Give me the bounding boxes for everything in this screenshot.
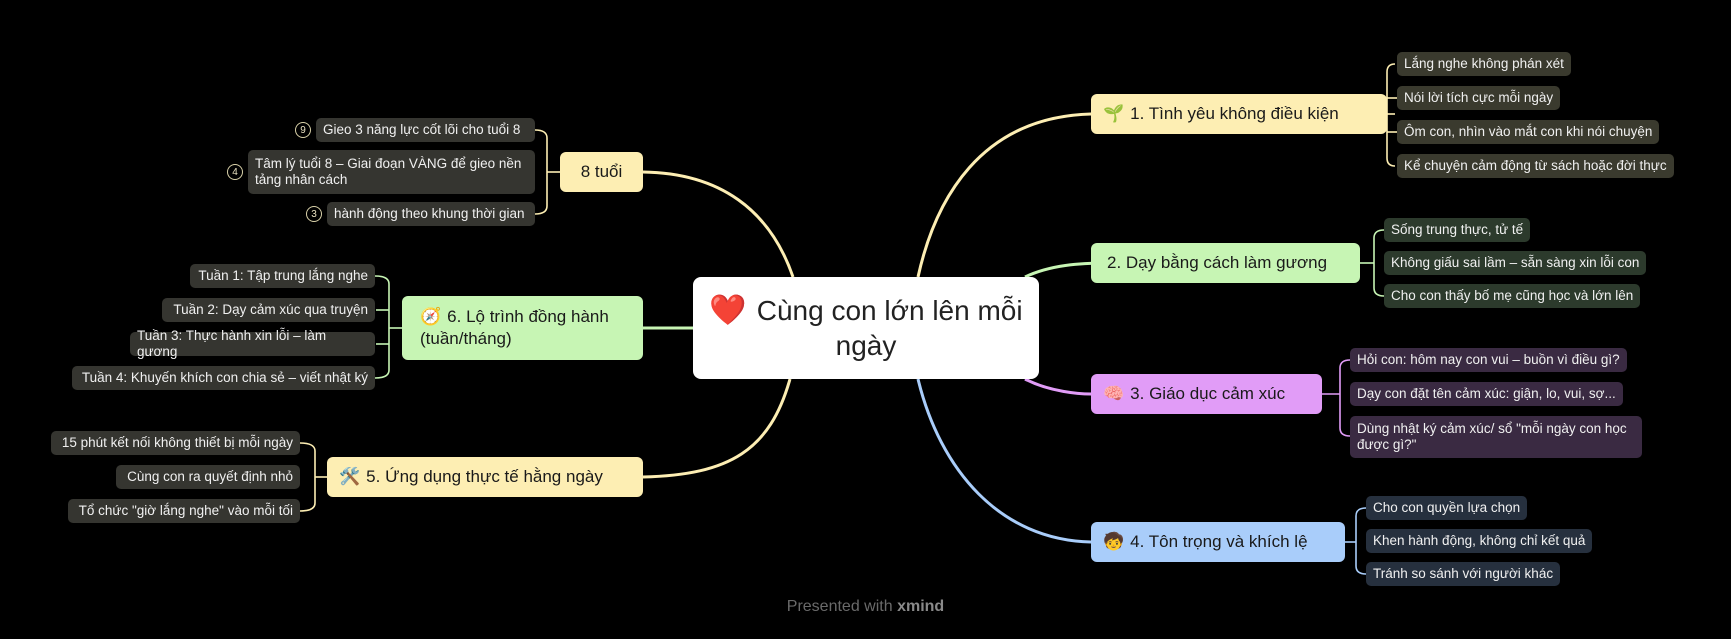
branch-roadmap[interactable]: 🧭6. Lộ trình đồng hành (tuần/tháng) <box>402 296 643 360</box>
leaf-item[interactable]: Tuần 1: Tập trung lắng nghe <box>190 264 375 288</box>
xmind-logo: xmind <box>897 598 945 615</box>
brain-icon: 🧠 <box>1103 384 1125 403</box>
leaf-item[interactable]: Kể chuyện cảm động từ sách hoặc đời thực <box>1397 154 1674 178</box>
leaf-item[interactable]: Dạy con đặt tên cảm xúc: giận, lo, vui, … <box>1350 382 1623 406</box>
count-badge[interactable]: 4 <box>227 164 243 180</box>
branch-lead-by-example[interactable]: 2. Dạy bằng cách làm gương <box>1091 243 1360 283</box>
leaf-item[interactable]: Tổ chức "giờ lắng nghe" vào mỗi tối <box>68 499 300 523</box>
branch-respect-encourage[interactable]: 🧒 4. Tôn trọng và khích lệ <box>1091 522 1345 562</box>
leaf-item[interactable]: Nói lời tích cực mỗi ngày <box>1397 86 1561 110</box>
leaf-item[interactable]: Cùng con ra quyết định nhỏ <box>116 465 300 489</box>
leaf-item[interactable]: Tránh so sánh với người khác <box>1366 562 1561 586</box>
leaf-item[interactable]: Tâm lý tuổi 8 – Giai đoạn VÀNG để gieo n… <box>248 150 535 194</box>
leaf-item[interactable]: Không giấu sai lầm – sẵn sàng xin lỗi co… <box>1384 251 1647 275</box>
footer-credit: Presented with xmind <box>0 598 1731 616</box>
branch-label: 4. Tôn trọng và khích lệ <box>1130 532 1308 551</box>
branch-label: 5. Ứng dụng thực tế hằng ngày <box>366 467 603 486</box>
leaf-item[interactable]: Tuần 4: Khuyến khích con chia sẻ – viết … <box>72 366 375 390</box>
branch-label: 3. Giáo dục cảm xúc <box>1130 384 1286 403</box>
tools-icon: 🛠️ <box>339 467 361 486</box>
count-badge[interactable]: 9 <box>295 122 311 138</box>
leaf-item[interactable]: Lắng nghe không phán xét <box>1397 52 1571 76</box>
leaf-item[interactable]: hành động theo khung thời gian <box>327 202 535 226</box>
leaf-item[interactable]: Tuần 2: Dạy cảm xúc qua truyện <box>162 298 375 322</box>
branch-daily-application[interactable]: 🛠️ 5. Ứng dụng thực tế hằng ngày <box>327 457 643 497</box>
leaf-item[interactable]: Cho con thấy bố mẹ cũng học và lớn lên <box>1384 284 1641 308</box>
compass-icon: 🧭 <box>420 307 442 326</box>
branch-label: 2. Dạy bằng cách làm gương <box>1107 253 1328 272</box>
leaf-item[interactable]: Gieo 3 năng lực cốt lõi cho tuổi 8 <box>316 118 535 142</box>
leaf-item[interactable]: Khen hành động, không chỉ kết quả <box>1366 529 1593 553</box>
leaf-item[interactable]: Tuần 3: Thực hành xin lỗi – làm gương <box>130 328 375 359</box>
branch-emotional-education[interactable]: 🧠 3. Giáo dục cảm xúc <box>1091 374 1322 414</box>
branch-label: 8 tuổi <box>580 162 623 181</box>
branch-unconditional-love[interactable]: 🌱 1. Tình yêu không điều kiện <box>1091 94 1387 134</box>
leaf-item[interactable]: Hỏi con: hôm nay con vui – buồn vì điều … <box>1350 348 1627 372</box>
branch-label: 1. Tình yêu không điều kiện <box>1130 104 1339 123</box>
sprout-icon: 🌱 <box>1103 104 1125 123</box>
branch-label: 6. Lộ trình đồng hành (tuần/tháng) <box>420 307 609 348</box>
heart-icon: ❤️ <box>709 294 747 327</box>
child-icon: 🧒 <box>1103 532 1125 551</box>
count-badge[interactable]: 3 <box>306 206 322 222</box>
footer-prefix: Presented with <box>786 598 893 615</box>
leaf-item[interactable]: Ôm con, nhìn vào mắt con khi nói chuyện <box>1397 120 1660 144</box>
branch-age-8[interactable]: 8 tuổi <box>560 152 643 192</box>
leaf-item[interactable]: Dùng nhật ký cảm xúc/ sổ "mỗi ngày con h… <box>1350 416 1642 458</box>
leaf-item[interactable]: 15 phút kết nối không thiết bị mỗi ngày <box>51 431 300 455</box>
leaf-item[interactable]: Sống trung thực, tử tế <box>1384 218 1531 242</box>
central-title: Cùng con lớn lên mỗi ngày <box>756 295 1023 361</box>
central-topic[interactable]: ❤️ Cùng con lớn lên mỗi ngày <box>693 277 1039 379</box>
leaf-item[interactable]: Cho con quyền lựa chọn <box>1366 496 1528 520</box>
